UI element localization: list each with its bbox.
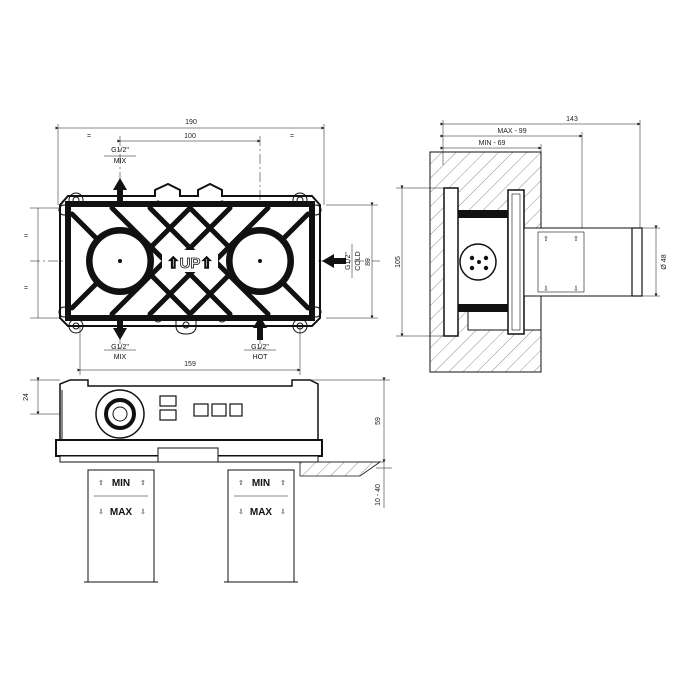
small-arrow-1: ⇧ xyxy=(543,235,549,243)
small-arrow-8: ⇩ xyxy=(140,508,146,516)
arrow-up-icon xyxy=(113,178,127,204)
small-arrow-11: ⇩ xyxy=(238,508,244,516)
small-arrow-3: ⇩ xyxy=(543,285,549,293)
dim-front-24: 24 xyxy=(23,393,30,401)
equal-mark-4: = xyxy=(24,285,28,292)
hot-label: HOT xyxy=(253,354,269,361)
equal-mark-1: = xyxy=(87,133,91,140)
dim-height-89: 89 xyxy=(365,258,372,266)
cold-label: COLD xyxy=(355,251,362,270)
dim-front-59: 59 xyxy=(375,417,382,425)
mix-top-thread: G1/2" xyxy=(111,147,129,154)
top-view: 190 100 = = = = 89 xyxy=(24,119,380,375)
equal-mark-2: = xyxy=(290,133,294,140)
dim-front-range: 10 - 40 xyxy=(375,484,382,506)
dim-max-depth: MAX - 99 xyxy=(497,128,526,135)
max-label-right: MAX xyxy=(250,507,273,518)
equal-mark-3: = xyxy=(24,233,28,240)
max-label-left: MAX xyxy=(110,507,133,518)
arrow-hot-icon xyxy=(253,316,267,340)
small-arrow-12: ⇩ xyxy=(280,508,286,516)
small-arrow-9: ⇧ xyxy=(238,479,244,487)
dim-side-height: 105 xyxy=(395,256,402,268)
small-arrow-2: ⇧ xyxy=(573,235,579,243)
port-hot-cold xyxy=(226,227,294,295)
dim-overall-width: 190 xyxy=(185,119,197,126)
small-arrow-4: ⇩ xyxy=(573,285,579,293)
port-mix xyxy=(86,227,154,295)
small-arrow-6: ⇧ xyxy=(140,479,146,487)
cold-thread: G1/2" xyxy=(345,252,352,270)
arrow-cold-icon xyxy=(322,254,346,268)
small-arrow-7: ⇩ xyxy=(98,508,104,516)
dim-min-depth: MIN - 69 xyxy=(479,140,506,147)
dim-diameter: Ø 48 xyxy=(661,254,668,269)
small-arrow-10: ⇧ xyxy=(280,479,286,487)
arrow-down-icon xyxy=(113,316,127,340)
dim-center-distance: 100 xyxy=(184,133,196,140)
up-mark: ⇧UP⇧ xyxy=(167,255,213,272)
min-label-right: MIN xyxy=(252,478,270,489)
dim-bottom-width: 159 xyxy=(184,361,196,368)
mix-top-label: MIX xyxy=(114,158,127,165)
hot-thread: G1/2" xyxy=(251,344,269,351)
mix-bottom-label: MIX xyxy=(114,354,127,361)
dim-side-overall: 143 xyxy=(566,116,578,123)
mix-bottom-thread: G1/2" xyxy=(111,344,129,351)
side-view: 143 MAX - 99 MIN - 69 ⇧ ⇧ ⇩ ⇩ xyxy=(395,116,668,373)
min-label-left: MIN xyxy=(112,478,130,489)
front-view: 24 59 10 - 40 ⇧ ⇧ MIN ⇩ ⇩ MAX xyxy=(23,377,392,583)
small-arrow-5: ⇧ xyxy=(98,479,104,487)
